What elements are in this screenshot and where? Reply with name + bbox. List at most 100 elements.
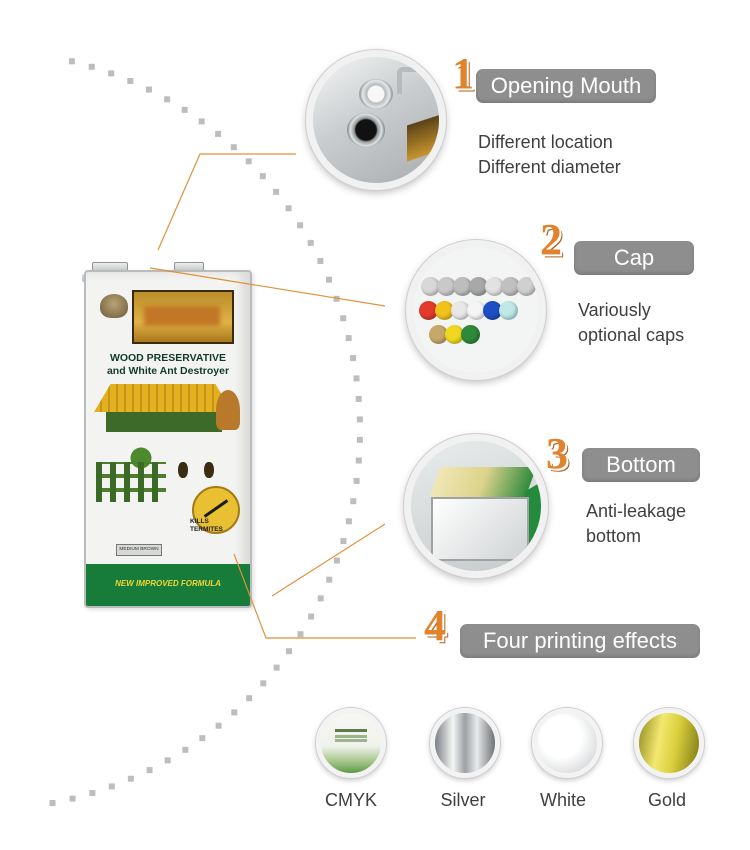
- decorative-dot: [307, 239, 314, 246]
- decorative-dot: [355, 457, 362, 464]
- decorative-dot: [333, 295, 340, 302]
- decorative-dot: [146, 767, 153, 774]
- decorative-dot: [164, 96, 171, 103]
- blurred-brand-logo: [132, 290, 234, 344]
- decorative-dot: [317, 258, 324, 264]
- decorative-dot: [259, 173, 266, 180]
- decorative-dot: [340, 315, 347, 322]
- decorative-dot: [89, 790, 96, 796]
- decorative-dot: [215, 722, 222, 729]
- termite-icon: [204, 462, 214, 478]
- decorative-dot: [231, 709, 238, 716]
- approval-seal-icon: [192, 486, 240, 534]
- can-title-line1: WOOD PRESERVATIVE: [109, 352, 227, 364]
- decorative-dot: [326, 276, 332, 283]
- decorative-dot: [286, 648, 292, 655]
- decorative-dot: [108, 783, 115, 790]
- cmyk-swatch: [316, 708, 386, 778]
- decorative-dot: [199, 735, 206, 742]
- cap-icon: [499, 301, 518, 320]
- crest-icon: [100, 294, 128, 318]
- feature-number-1: 1: [452, 49, 474, 98]
- decorative-dot: [308, 613, 315, 620]
- decorative-dot: [49, 800, 56, 806]
- cap-icon: [445, 325, 464, 344]
- cap-icon: [451, 301, 470, 320]
- decorative-dot: [326, 576, 333, 583]
- decorative-dot: [297, 222, 304, 229]
- printing-effect-label-silver: Silver: [440, 790, 486, 810]
- decorative-dot: [68, 58, 75, 65]
- cap-icon: [419, 301, 438, 320]
- feature-number-3: 3: [546, 429, 568, 478]
- printing-effect-label-cmyk: CMYK: [324, 790, 377, 810]
- cap-icon: [485, 277, 504, 296]
- decorative-dot: [127, 78, 134, 84]
- decorative-dot: [333, 557, 340, 564]
- decorative-dot: [246, 695, 253, 702]
- printing-effect-label-gold: Gold: [647, 790, 687, 810]
- decorative-dot: [350, 355, 357, 362]
- can-title-line2: and White Ant Destroyer: [106, 365, 230, 377]
- decorative-dot: [350, 498, 357, 505]
- shade-label: MEDIUM BROWN: [116, 544, 162, 556]
- feature-title-opening-mouth: Opening Mouth: [476, 69, 656, 103]
- feature-number-4: 4: [424, 601, 446, 650]
- decorative-dot: [345, 335, 352, 342]
- decorative-dot: [69, 795, 76, 802]
- decorative-dot: [356, 416, 363, 423]
- opening-mouth-photo: [306, 50, 446, 190]
- decorative-dot: [297, 631, 304, 638]
- cap-icon: [469, 277, 488, 296]
- decorative-dot: [355, 395, 362, 402]
- decorative-dot: [317, 595, 324, 602]
- feature-description-2: Variously optional caps: [578, 300, 685, 345]
- decorative-dot: [182, 746, 189, 753]
- silver-swatch: [430, 708, 500, 778]
- decorative-dot: [260, 680, 267, 687]
- decorative-dot: [353, 375, 360, 382]
- kills-termites-text: KILLS TERMITES: [190, 518, 223, 533]
- cap-icon: [437, 277, 456, 296]
- decorative-dot: [273, 664, 280, 671]
- decorative-dot: [146, 86, 152, 93]
- feature-number-2: 2: [540, 215, 562, 264]
- white-swatch: [532, 708, 602, 778]
- termite-icon: [178, 462, 188, 478]
- cap-icon: [461, 325, 480, 344]
- decorative-dot: [230, 144, 237, 151]
- cap-icon: [429, 325, 448, 344]
- decorative-dot: [340, 538, 347, 545]
- feature-title-bottom: Bottom: [582, 448, 700, 482]
- decorative-dot: [198, 118, 205, 125]
- feature-title-cap: Cap: [574, 241, 694, 275]
- decorative-dot: [285, 205, 292, 212]
- decorative-dot: [245, 158, 252, 165]
- bottom-photo: [404, 434, 548, 578]
- feature-title-printing-effects: Four printing effects: [460, 624, 700, 658]
- cap-icon: [421, 277, 440, 296]
- caps-photo: [406, 240, 546, 380]
- decorative-dot: [108, 70, 115, 77]
- termite-mound-illustration: [216, 390, 240, 430]
- green-label-band: [86, 564, 250, 606]
- cap-icon: [435, 301, 454, 320]
- decorative-dot: [181, 106, 188, 113]
- cap-icon: [467, 301, 486, 320]
- decorative-dot: [215, 130, 222, 137]
- decorative-dot: [88, 63, 95, 70]
- fence-illustration: [96, 462, 166, 502]
- decorative-dot: [356, 436, 363, 443]
- decorative-dot: [353, 477, 360, 484]
- feature-description-1: Different location Different diameter: [478, 132, 621, 177]
- cap-icon: [453, 277, 472, 296]
- cap-icon: [483, 301, 502, 320]
- decorative-dot: [127, 775, 134, 782]
- house-illustration: [94, 384, 232, 432]
- decorative-dot: [273, 188, 280, 195]
- cap-icon: [501, 277, 520, 296]
- gold-swatch: [634, 708, 704, 778]
- feature-description-3: Anti-leakage bottom: [586, 501, 687, 546]
- can-body: WOOD PRESERVATIVE and White Ant Destroye…: [84, 270, 252, 608]
- formula-text: NEW IMPROVED FORMULA: [115, 579, 221, 588]
